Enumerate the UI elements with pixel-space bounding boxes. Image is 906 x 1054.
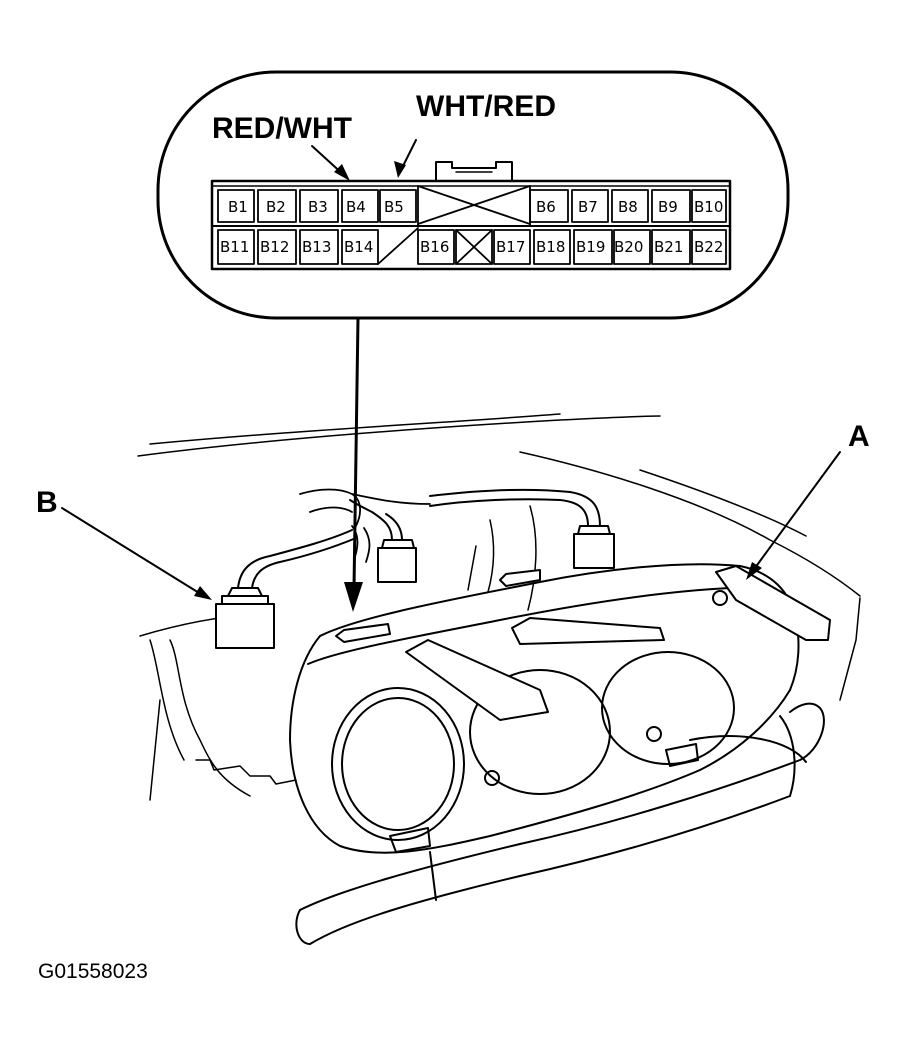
instrument-cluster <box>289 563 831 854</box>
part-label-b: B <box>36 486 58 519</box>
pin-label: B9 <box>658 198 678 216</box>
pin-label: B17 <box>496 238 525 256</box>
wire-color-label-wht-red: WHT/RED <box>416 90 556 123</box>
connector-lock-tab <box>435 161 513 182</box>
connector-b <box>215 529 357 649</box>
wire-color-label-red-wht: RED/WHT <box>212 112 352 145</box>
pin-label: B11 <box>220 238 249 256</box>
pin-label: B10 <box>694 198 723 216</box>
pin-label: B1 <box>228 198 248 216</box>
connector-blank-cavity-top <box>417 185 531 227</box>
pin-label: B21 <box>654 238 683 256</box>
pin-label: B22 <box>694 238 723 256</box>
pin-label: B2 <box>266 198 286 216</box>
pin-label: B13 <box>302 238 331 256</box>
pin-label: B12 <box>260 238 289 256</box>
dashboard-outline <box>137 413 861 801</box>
pin-label: B6 <box>536 198 556 216</box>
pin-label: B18 <box>536 238 565 256</box>
steering-column <box>295 702 825 945</box>
pin-label: B8 <box>618 198 638 216</box>
wire-color-arrows <box>311 139 417 181</box>
connector-right <box>429 488 615 569</box>
connector-middle <box>349 499 417 583</box>
pin-label: B19 <box>576 238 605 256</box>
pin-label: B3 <box>308 198 328 216</box>
part-b-leader <box>61 507 212 600</box>
leader-arrow <box>344 316 363 612</box>
pin-label: B5 <box>384 198 404 216</box>
pin-label: B7 <box>578 198 598 216</box>
part-label-a: A <box>848 420 870 453</box>
pin-label: B20 <box>614 238 643 256</box>
pin-label: B16 <box>420 238 449 256</box>
connector-bottom-row <box>217 227 727 265</box>
pin-label: B14 <box>344 238 373 256</box>
part-a-leader <box>746 451 841 580</box>
pin-labels: B1 B2 B3 B4 B5 B6 B7 B8 B9 B10 B11 B12 B… <box>220 198 723 256</box>
figure-id: G01558023 <box>38 960 148 983</box>
wiring-harness <box>299 488 431 563</box>
connector-callout-bubble <box>156 70 790 320</box>
pin-label: B4 <box>346 198 366 216</box>
